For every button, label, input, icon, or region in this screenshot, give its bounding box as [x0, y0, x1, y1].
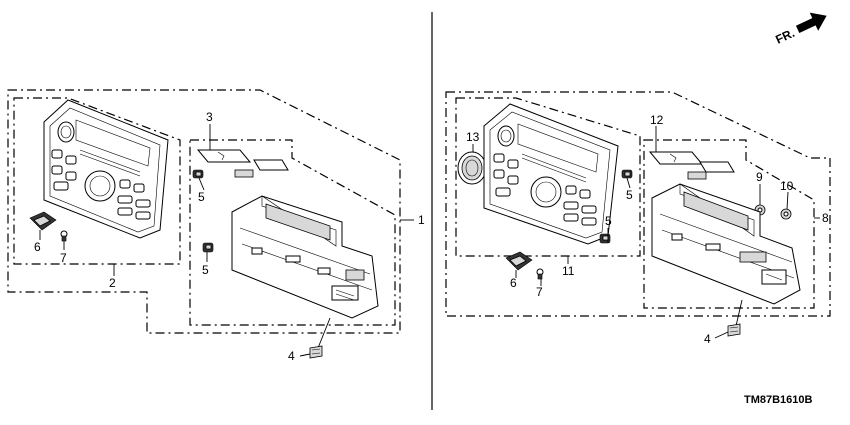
front-direction-indicator: FR.: [773, 12, 827, 47]
right-head-unit: [651, 183, 801, 305]
right-knob-lower: [599, 233, 611, 244]
right-nut-10: [780, 208, 792, 220]
right-screw-callout: 4: [704, 332, 711, 346]
right-nut-9-callout: 9: [756, 170, 763, 184]
right-ring-callout: 13: [466, 130, 480, 144]
left-screw-callout: 4: [288, 349, 295, 363]
right-ring-part: [457, 151, 487, 185]
left-panel-boundary: [13, 97, 181, 265]
left-label-set-callout: 3: [206, 110, 213, 124]
right-panel-boundary: [455, 97, 641, 257]
left-unit-boundary: [189, 139, 396, 326]
left-switch-part: [29, 211, 57, 231]
right-knob-upper-callout: 5: [626, 188, 633, 202]
right-switch-part: [505, 251, 533, 271]
left-assembly: 2 3 5 5 1 6 7 4: [7, 89, 425, 363]
right-unit-boundary: [643, 139, 815, 309]
right-bulb-callout: 7: [536, 285, 543, 299]
left-knob-upper: [192, 169, 204, 179]
left-head-unit: [231, 195, 379, 319]
left-screw-part: [309, 317, 331, 359]
right-panel-callout: 11: [562, 264, 575, 278]
right-knob-upper: [621, 169, 633, 179]
right-screw-part: [727, 299, 743, 337]
left-bulb-part: [60, 230, 68, 242]
front-direction-label: FR.: [773, 26, 796, 47]
right-assembly: 11 12 13 5 5 9 10 8 6 7 4: [445, 91, 831, 346]
left-outer-boundary: [7, 89, 401, 334]
left-assembly-callout: 1: [418, 213, 425, 227]
left-panel-callout: 2: [109, 276, 116, 290]
left-knob-lower-callout: 5: [202, 263, 209, 277]
left-knob-upper-callout: 5: [198, 190, 205, 204]
left-control-panel: [43, 99, 169, 239]
right-label-set-callout: 12: [650, 113, 664, 127]
right-knob-lower-callout: 5: [605, 214, 612, 228]
right-label-set: [648, 151, 735, 180]
left-label-set: [196, 149, 289, 178]
right-nut-10-callout: 10: [780, 179, 794, 193]
right-control-panel: [483, 103, 619, 245]
right-bulb-part: [536, 268, 544, 280]
front-arrow-icon: [795, 12, 827, 33]
left-bulb-callout: 7: [60, 251, 67, 265]
diagram-code: TM87B1610B: [744, 394, 813, 406]
right-assembly-callout: 8: [822, 211, 829, 225]
left-switch-callout: 6: [34, 240, 41, 254]
left-knob-lower: [202, 242, 214, 253]
right-switch-callout: 6: [510, 276, 517, 290]
